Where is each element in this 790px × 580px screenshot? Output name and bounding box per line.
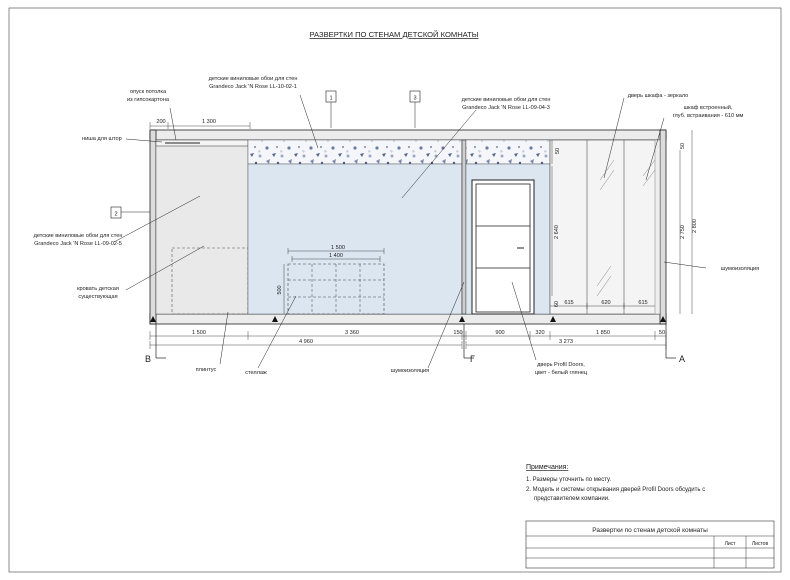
dim-shelf-1400: 1 400 <box>329 253 343 259</box>
label-door-line1: дверь Profil Doors, <box>537 362 585 368</box>
leader-lines <box>113 94 707 369</box>
dim-620: 620 <box>601 300 610 306</box>
note-2-line1: 2. Модель и системы открывания дверей Pr… <box>526 486 705 493</box>
label-bed-line1: кровать детская <box>77 286 119 292</box>
annotation-labels: опуск потолка из гипсокартона ниша для ш… <box>34 76 760 376</box>
label-wallpaper3-line2: Grandeco Jack 'N Rose LL-09-02-5 <box>34 241 122 247</box>
label-sound-insulation-bottom: шумоизоляция <box>391 368 429 374</box>
dim-2800: 2 800 <box>692 219 698 233</box>
wallpaper-blue-left <box>247 163 463 315</box>
label-shelving: стеллаж <box>245 370 267 376</box>
right-wall-section <box>659 129 667 325</box>
wall-zone-gray <box>155 139 249 315</box>
bed-outline <box>171 247 249 315</box>
label-wallpaper3-line1: детские виниловые обои для стен <box>34 233 123 239</box>
dim-1850: 1 850 <box>596 330 610 336</box>
shelving-unit <box>287 263 385 315</box>
title-block: Развертки по стенам детской комнаты Лист… <box>525 520 775 569</box>
label-sound-insulation-right: шумоизоляция <box>721 266 759 272</box>
axis-v: В <box>145 354 151 364</box>
wardrobe <box>549 139 661 315</box>
door <box>471 179 535 315</box>
corner-column <box>461 139 467 315</box>
dim-shelf-500: 500 <box>277 285 283 294</box>
bottom-dimensions: 1 500 3 360 150 900 320 1 850 50 4 960 3… <box>149 330 667 349</box>
drawing-title: РАЗВЕРТКИ ПО СТЕНАМ ДЕТСКОЙ КОМНАТЫ <box>309 30 478 39</box>
note-2-line2: представителем компании. <box>534 496 610 502</box>
dim-1300: 1 300 <box>202 119 216 125</box>
dim-50-bottom: 50 <box>659 330 665 336</box>
dim-shelf-1500: 1 500 <box>331 245 345 251</box>
ceiling-band <box>149 129 667 141</box>
sheet-frame <box>8 7 782 573</box>
stamp-sheet: Лист <box>725 541 737 547</box>
stamp-title: Развертки по стенам детской комнаты <box>592 526 708 534</box>
level-markers <box>150 316 666 322</box>
stamp-sheets: Листов <box>752 541 769 547</box>
right-dimensions: 50 2 640 60 615 620 615 50 2 750 2 800 <box>550 130 698 314</box>
top-dimensions: 200 1 300 1 500 1 400 500 <box>149 119 385 314</box>
dim-320: 320 <box>535 330 544 336</box>
callout-3: 3 <box>413 96 416 102</box>
dim-2750: 2 750 <box>680 225 686 239</box>
wallpaper-band-right <box>465 139 551 165</box>
label-wallpaper2-line1: детские виниловые обои для стен <box>462 97 551 103</box>
wallpaper-band-left <box>247 139 463 165</box>
label-wardrobe-line2: глуб. встраивания - 610 мм <box>673 113 744 119</box>
label-door-line2: цвет - белый глянец <box>535 369 588 376</box>
left-wall-section <box>149 129 157 325</box>
callouts: 1 2 3 <box>110 90 421 219</box>
dim-2640: 2 640 <box>554 225 560 239</box>
dim-60: 60 <box>554 301 560 307</box>
label-plinth: плинтус <box>196 367 217 373</box>
dim-4960: 4 960 <box>299 339 313 345</box>
dim-615a: 615 <box>564 300 573 306</box>
axis-markers: В Г А <box>145 324 685 364</box>
label-wallpaper2-line2: Grandeco Jack 'N Rose LL-09-04-3 <box>462 105 550 111</box>
dim-3273: 3 273 <box>559 339 573 345</box>
elevation <box>149 129 667 325</box>
axis-a: А <box>679 354 685 364</box>
dim-150: 150 <box>453 330 462 336</box>
notes-heading: Примечания: <box>526 464 568 471</box>
dim-3360: 3 360 <box>345 330 359 336</box>
sound-insulation-right <box>654 139 661 315</box>
axis-g: Г <box>470 354 475 364</box>
label-wallpaper1-line1: детские виниловые обои для стен <box>209 76 298 82</box>
dim-50-right: 50 <box>680 143 686 149</box>
label-ceiling-drop-2: из гипсокартона <box>127 97 170 103</box>
label-bed-line2: существующая <box>78 294 117 300</box>
label-wardrobe-door: дверь шкафа - зеркало <box>628 93 689 99</box>
callout-2: 2 <box>114 212 117 218</box>
dim-1500: 1 500 <box>192 330 206 336</box>
dim-200: 200 <box>156 119 165 125</box>
dim-50-top: 50 <box>555 148 561 154</box>
callout-1: 1 <box>329 96 332 102</box>
dim-900: 900 <box>495 330 504 336</box>
dim-615b: 615 <box>638 300 647 306</box>
note-1: 1. Размеры уточнить по месту. <box>526 477 611 483</box>
label-curtain-niche: ниша для штор <box>82 136 122 142</box>
notes-block: Примечания: 1. Размеры уточнить по месту… <box>526 464 705 502</box>
label-wallpaper1-line2: Grandeco Jack 'N Rose LL-10-02-1 <box>209 84 297 90</box>
label-ceiling-drop: опуск потолка <box>130 89 167 95</box>
label-wardrobe-line1: шкаф встроенный, <box>684 104 733 111</box>
